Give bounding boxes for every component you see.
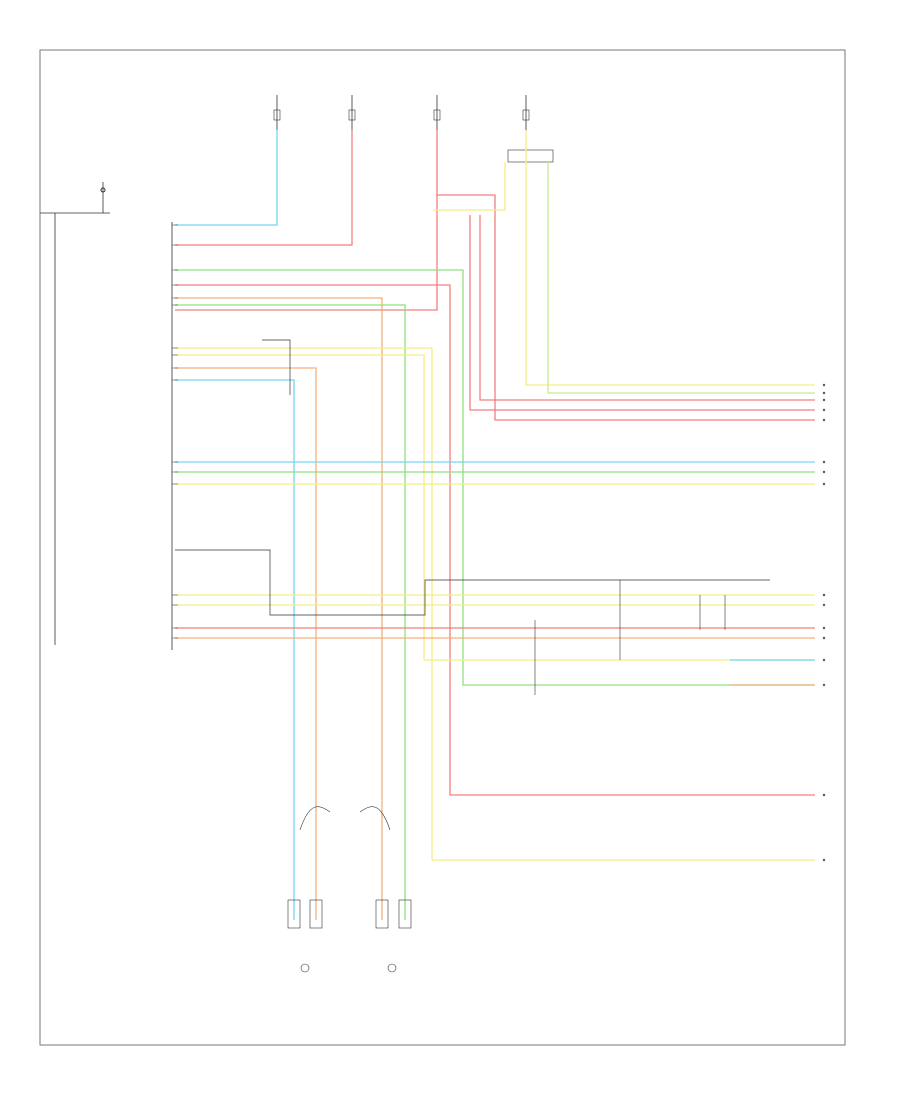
wire-yellow-5 <box>175 347 815 861</box>
left-front-speaker <box>287 899 323 973</box>
illumination-connector <box>507 149 554 163</box>
wire-yellow-illum <box>433 162 506 211</box>
fuse-top-1 <box>273 95 281 130</box>
right-terminals <box>822 383 826 862</box>
wire-shield <box>175 549 770 616</box>
fuse-top-4 <box>522 95 530 130</box>
wire-red-fuse3-d <box>479 215 815 401</box>
antenna-icon <box>100 182 106 213</box>
wire-yellow-fuse4 <box>525 130 815 386</box>
connector-pin-ticks <box>172 224 178 639</box>
wire-red-2 <box>175 284 815 796</box>
wire-green-fuse4 <box>547 162 815 394</box>
wire-green-1 <box>175 269 815 686</box>
fuse-top-2 <box>348 95 356 130</box>
wire-light-blue-8 <box>175 379 295 920</box>
wire-light-blue-top <box>175 130 278 226</box>
door-harness <box>299 806 391 831</box>
fuse-top-3 <box>433 95 441 130</box>
wire-orange-7 <box>175 367 317 920</box>
wire-yellow-6 <box>175 354 815 661</box>
wire-green-4 <box>175 304 406 920</box>
radio-connector <box>40 212 173 650</box>
wire-red-fuse3-c <box>469 215 815 411</box>
wire-red-top <box>175 130 353 246</box>
right-front-speaker <box>375 899 412 973</box>
diagram-frame <box>39 49 846 1046</box>
wire-red-fuse3 <box>436 130 815 421</box>
wire-red-fuse3-b <box>175 195 438 311</box>
wire-orange-3 <box>175 297 383 920</box>
wire-ground-loop <box>262 339 291 395</box>
